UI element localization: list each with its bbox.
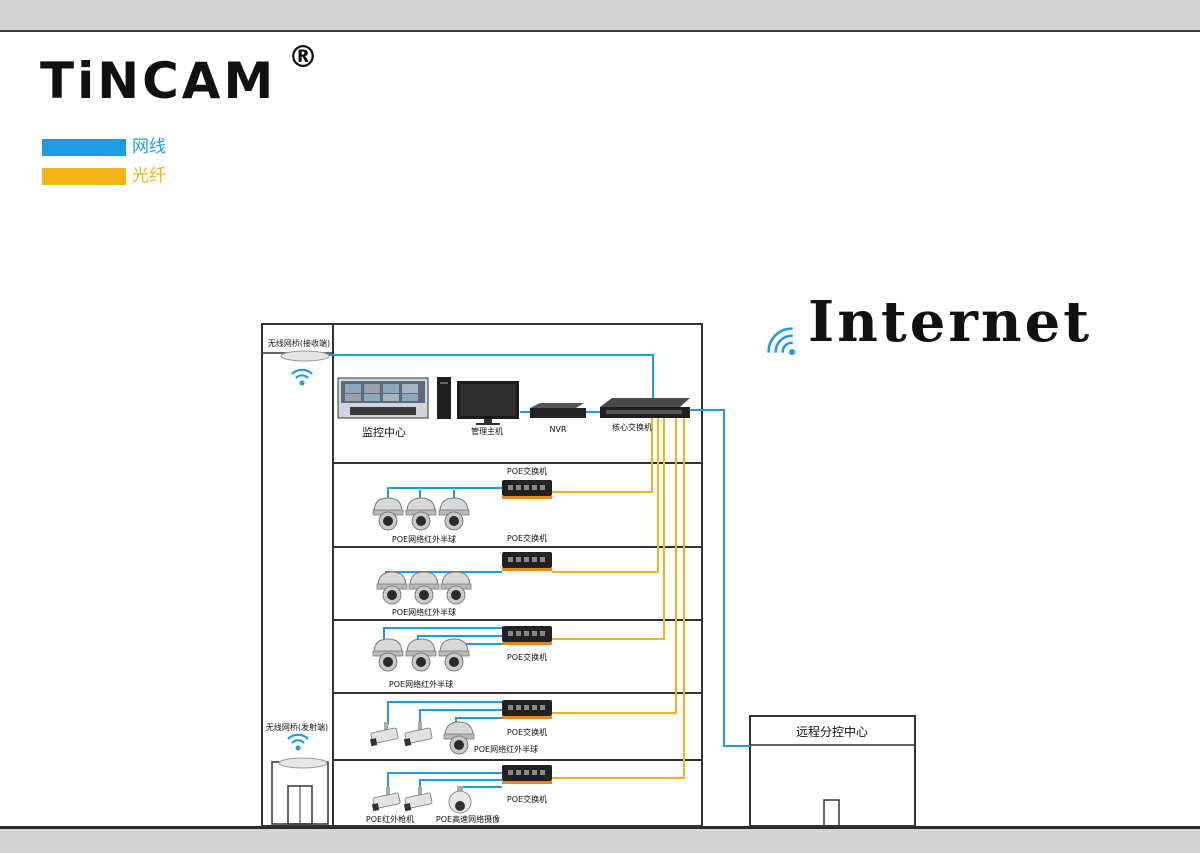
brand-logo: TiNCAM — [40, 52, 277, 110]
registered-mark: ® — [288, 40, 318, 75]
wifi-icon — [290, 368, 314, 387]
dome-camera — [405, 638, 437, 672]
legend-label-fiber: 光纤 — [132, 166, 166, 186]
video-wall — [337, 377, 429, 419]
top-bar — [0, 0, 1200, 32]
legend-swatch-fiber — [42, 168, 126, 185]
dome-camera — [372, 638, 404, 672]
management-host-label: 管理主机 — [471, 426, 503, 436]
legend-label-network-cable: 网线 — [132, 137, 166, 157]
network-cable-lines — [305, 354, 750, 790]
fiber-lines — [552, 418, 685, 779]
dome-camera — [438, 497, 470, 531]
core-switch-label: 核心交换机 — [612, 422, 652, 432]
nvr-device — [530, 403, 586, 418]
camera-label: POE网络红外半球 — [389, 679, 453, 689]
camera-label: POE网络红外半球 — [392, 534, 456, 544]
dome-camera — [408, 571, 440, 605]
remote-center-door — [823, 799, 840, 827]
poe-switch-label: POE交换机 — [507, 794, 547, 804]
poe-switch-label: POE交换机 — [507, 533, 547, 543]
building-outline — [261, 323, 703, 827]
management-host — [437, 377, 519, 425]
dome-camera — [376, 571, 408, 605]
ptz-camera — [448, 785, 472, 814]
bullet-camera — [403, 721, 433, 747]
poe-switch — [502, 765, 552, 784]
dome-camera — [405, 497, 437, 531]
camera-label: POE网络红外半球 — [474, 744, 538, 754]
poe-switch — [502, 626, 552, 645]
wifi-icon — [286, 733, 310, 752]
poe-switch-label: POE交换机 — [507, 466, 547, 476]
camera-label: POE红外枪机 — [366, 814, 414, 824]
camera-label: POE高速网络摄像 — [436, 814, 500, 824]
nvr-label: NVR — [549, 425, 566, 434]
internet-wifi-icon — [767, 327, 795, 355]
wireless-bridge-transmitter-label: 无线网桥(发射端) — [266, 722, 328, 732]
wireless-bridge-transmitter — [278, 757, 328, 769]
legend-swatch-network-cable — [42, 139, 126, 156]
dome-camera — [372, 497, 404, 531]
wireless-bridge-receiver-label: 无线网桥(接收端) — [268, 338, 330, 348]
dome-camera — [438, 638, 470, 672]
core-switch — [600, 398, 690, 418]
dome-camera — [440, 571, 472, 605]
bottom-bar — [0, 826, 1200, 853]
bullet-camera — [371, 786, 401, 812]
internet-label: Internet — [808, 289, 1093, 355]
poe-switch — [502, 700, 552, 719]
wireless-bridge-receiver — [280, 350, 330, 362]
poe-switch — [502, 552, 552, 571]
poe-switch — [502, 480, 552, 499]
poe-switch-label: POE交换机 — [507, 727, 547, 737]
monitoring-center-label: 监控中心 — [362, 425, 406, 439]
bullet-camera — [369, 721, 399, 747]
dome-camera — [443, 721, 475, 755]
camera-label: POE网络红外半球 — [392, 607, 456, 617]
poe-switch-label: POE交换机 — [507, 652, 547, 662]
remote-center-label: 远程分控中心 — [796, 724, 868, 739]
bullet-camera — [403, 786, 433, 812]
